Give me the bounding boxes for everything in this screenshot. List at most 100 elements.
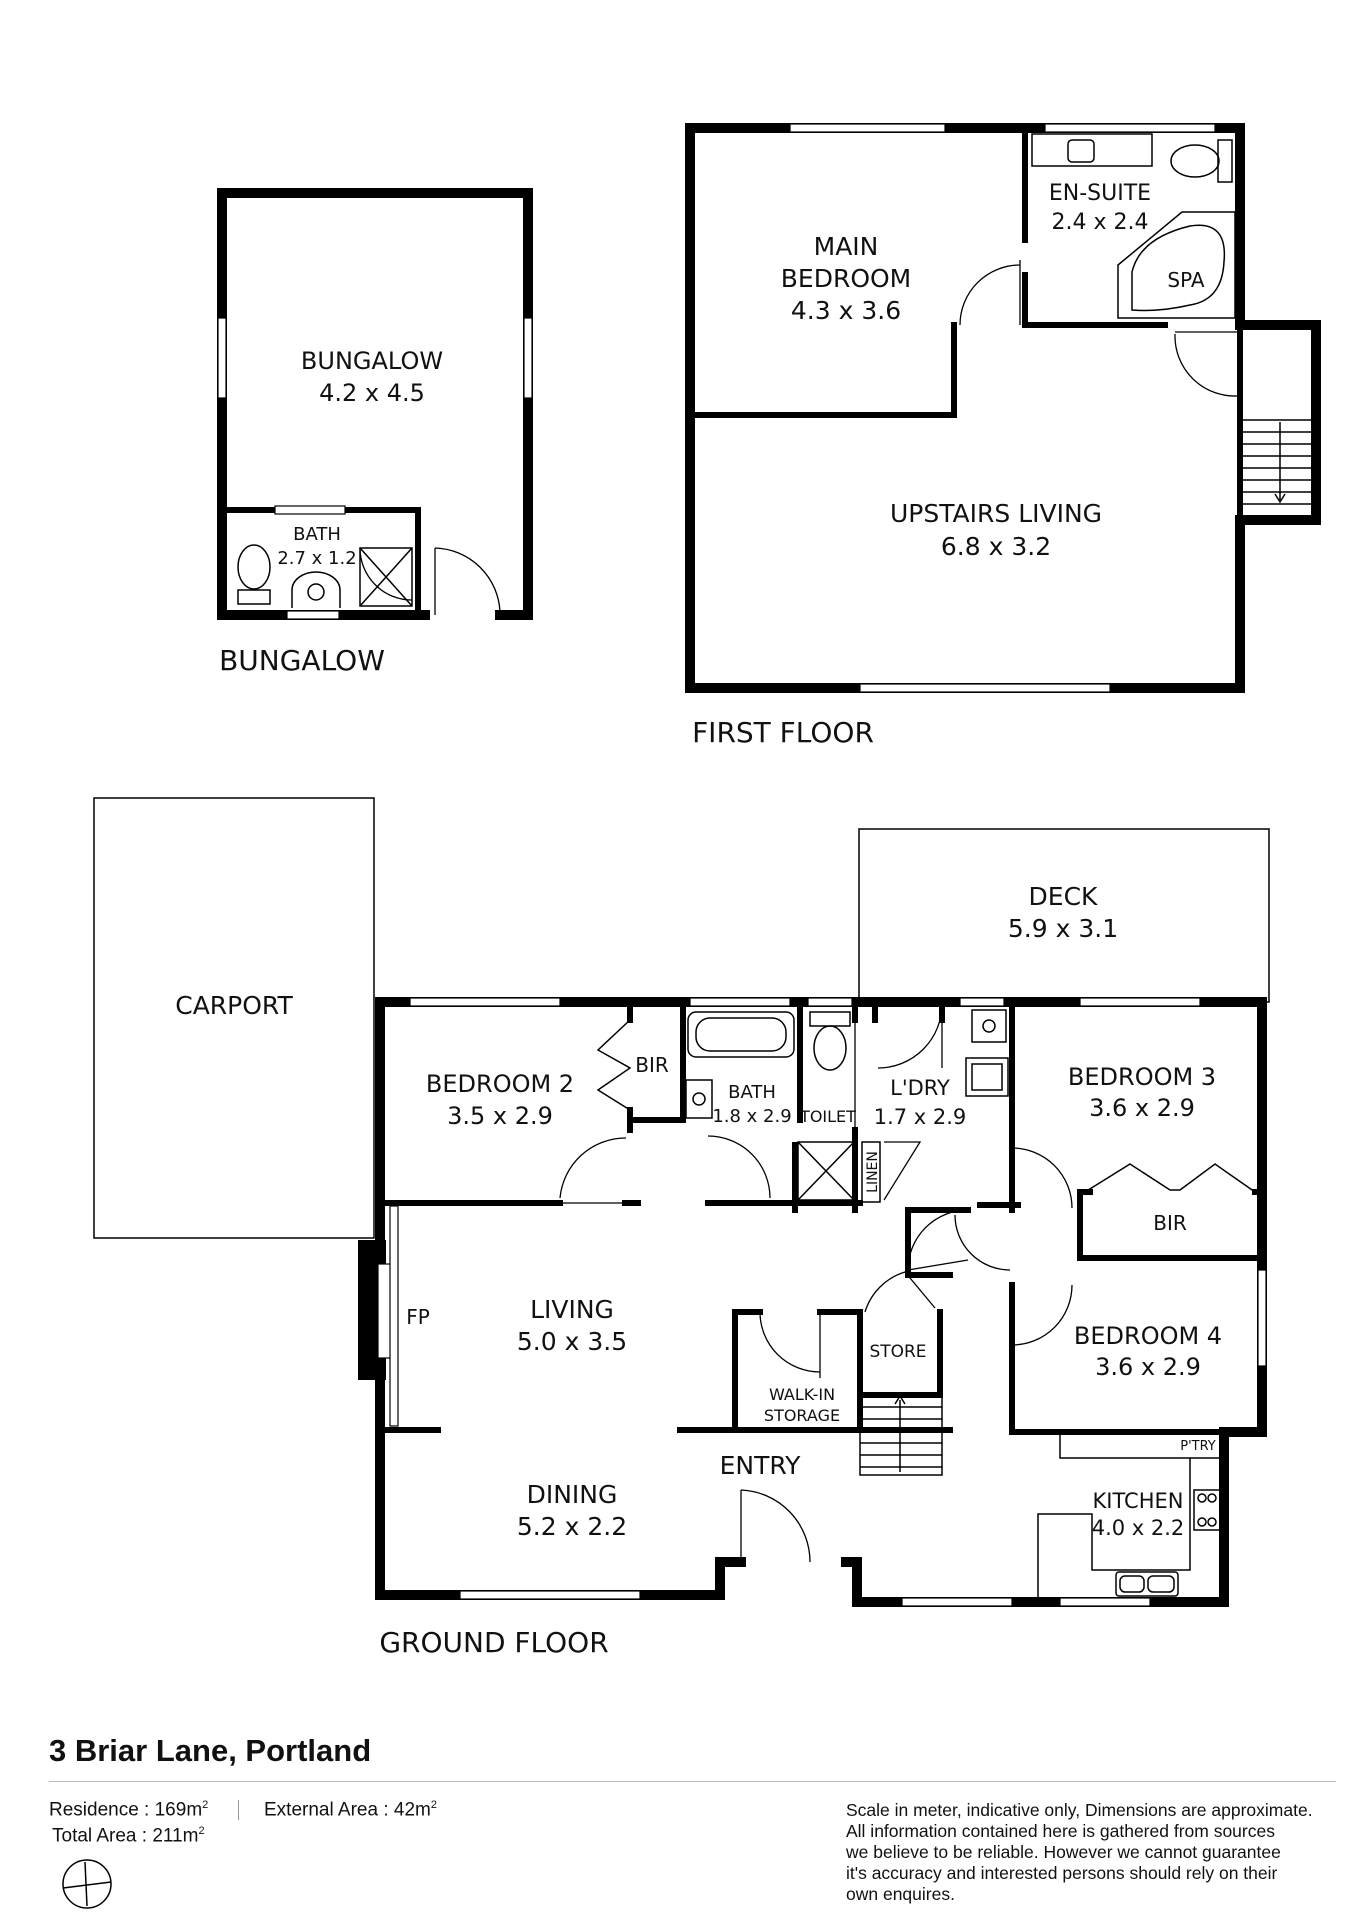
bir2-bifold-icon — [1084, 1163, 1256, 1193]
first-floor-stairs-icon — [1239, 419, 1313, 517]
external-area-unit-sup: 2 — [430, 1799, 437, 1811]
room-entry-name: ENTRY — [720, 1451, 802, 1480]
room-bedroom4-name: BEDROOM 4 — [1074, 1322, 1222, 1350]
room-ensuite-size: 2.4 x 2.4 — [1052, 210, 1149, 235]
bath-basin-icon — [685, 1079, 713, 1119]
window-kitchen-1 — [901, 1597, 1013, 1607]
laundry-side-door-icon — [907, 1209, 969, 1271]
room-main-bedroom-name-1: MAIN — [814, 232, 879, 261]
residence-area-unit-sup: 2 — [202, 1799, 209, 1811]
ground-stairs-icon — [859, 1394, 943, 1476]
linen-door-icon — [883, 1141, 922, 1201]
room-laundry-name: L'DRY — [890, 1076, 950, 1100]
ground-floor-plan: CARPORT DECK 5.9 x 3.1 BEDROOM 2 3.5 x 2… — [93, 797, 1270, 1659]
room-bungalow-name: BUNGALOW — [301, 347, 443, 375]
bungalow-bath-window-bottom — [286, 610, 340, 620]
bath-door-icon — [707, 1135, 771, 1204]
window-bedroom4 — [1257, 1269, 1267, 1367]
window-bedroom3 — [1079, 997, 1201, 1007]
room-walkin-name-1: WALK-IN — [769, 1385, 835, 1404]
room-bedroom2-size: 3.5 x 2.9 — [447, 1102, 553, 1130]
room-deck-name: DECK — [1029, 882, 1099, 911]
room-toilet-name: TOILET — [799, 1107, 856, 1126]
hall-door-icon — [954, 1214, 1011, 1271]
residence-area: Residence : 169m2 — [49, 1799, 208, 1821]
bedroom4-door-icon — [1011, 1284, 1073, 1346]
bathtub-icon — [687, 1011, 795, 1058]
bungalow-basin-icon — [291, 571, 341, 608]
property-address: 3 Briar Lane, Portland — [49, 1733, 372, 1768]
total-area-label: Total Area : 211m — [52, 1825, 199, 1847]
disclaimer-line: it's accuracy and interested persons sho… — [846, 1863, 1278, 1883]
total-area-unit-sup: 2 — [198, 1825, 205, 1837]
room-living-name: LIVING — [530, 1295, 614, 1324]
room-bedroom4-size: 3.6 x 2.9 — [1095, 1353, 1201, 1381]
window-kitchen-2 — [1059, 1597, 1151, 1607]
window-laundry — [959, 997, 1005, 1007]
room-dining-size: 5.2 x 2.2 — [517, 1512, 627, 1541]
first-floor-window-living — [859, 683, 1111, 693]
room-kitchen-name: KITCHEN — [1093, 1489, 1184, 1513]
walkin-door-icon — [759, 1311, 821, 1378]
window-toilet — [807, 997, 853, 1007]
kitchen-sink-icon — [1115, 1571, 1179, 1597]
first-floor-window-ensuite — [1044, 123, 1216, 133]
room-living-size: 5.0 x 3.5 — [517, 1327, 627, 1356]
residence-area-label: Residence : 169m — [49, 1799, 203, 1821]
room-bedroom3-name: BEDROOM 3 — [1068, 1063, 1216, 1091]
room-linen-name: LINEN — [865, 1151, 881, 1193]
bungalow-toilet-icon — [237, 544, 271, 605]
room-ensuite-name: EN-SUITE — [1049, 181, 1151, 206]
external-area: External Area : 42m2 — [264, 1799, 437, 1821]
ensuite-toilet-icon — [1170, 139, 1233, 183]
window-dining — [459, 1590, 641, 1600]
room-deck-size: 5.9 x 3.1 — [1008, 914, 1118, 943]
bungalow-door-icon — [434, 547, 501, 615]
footer-divider — [49, 1781, 1336, 1782]
shower-icon — [797, 1141, 855, 1201]
entry-door-icon — [740, 1489, 811, 1563]
room-pantry-name: P'TRY — [1180, 1439, 1216, 1454]
laundry-tub-icon — [971, 1009, 1007, 1043]
washer-icon — [965, 1057, 1009, 1097]
window-bedroom2 — [409, 997, 561, 1007]
disclaimer: Scale in meter, indicative only, Dimensi… — [846, 1800, 1346, 1905]
laundry-door-icon — [877, 1002, 943, 1069]
ensuite-door-icon — [1174, 331, 1239, 397]
room-fp-name: FP — [406, 1305, 430, 1329]
room-upstairs-living-name: UPSTAIRS LIVING — [890, 499, 1102, 528]
room-bath-size: 1.8 x 2.9 — [712, 1106, 791, 1127]
room-bir2-name: BIR — [1153, 1211, 1187, 1235]
compass-icon — [62, 1859, 112, 1909]
room-store-name: STORE — [869, 1342, 926, 1362]
room-bungalow-bath-name: BATH — [293, 524, 341, 545]
window-bath — [689, 997, 791, 1007]
room-main-bedroom-size: 4.3 x 3.6 — [791, 296, 901, 325]
bedroom3-door-icon — [1011, 1147, 1073, 1209]
main-bedroom-door-icon — [959, 260, 1021, 326]
room-bedroom3-size: 3.6 x 2.9 — [1089, 1094, 1195, 1122]
carport-outline — [93, 797, 375, 1239]
disclaimer-line: we believe to be reliable. However we ca… — [846, 1842, 1281, 1862]
bungalow-shower-icon — [359, 547, 413, 607]
room-bath-name: BATH — [728, 1082, 776, 1103]
bir1-bifold-icon — [596, 1019, 632, 1111]
ground-floor-caption: GROUND FLOOR — [379, 1626, 608, 1659]
room-main-bedroom-name-2: BEDROOM — [781, 264, 912, 293]
room-walkin-name-2: STORAGE — [764, 1406, 840, 1425]
external-area-label: External Area : 42m — [264, 1799, 431, 1821]
bedroom2-door-icon — [559, 1137, 627, 1204]
first-floor-caption: FIRST FLOOR — [692, 716, 874, 749]
disclaimer-line: own enquires. — [846, 1884, 955, 1904]
bungalow-window-right — [523, 317, 533, 399]
linen-cupboard — [861, 1141, 881, 1203]
first-floor-plan: MAIN BEDROOM 4.3 x 3.6 EN-SUITE 2.4 x 2.… — [685, 123, 1321, 749]
room-kitchen-size: 4.0 x 2.2 — [1092, 1516, 1185, 1540]
room-spa-name: SPA — [1167, 268, 1204, 292]
area-separator — [238, 1800, 239, 1820]
window-living-side — [389, 1205, 399, 1427]
disclaimer-line: Scale in meter, indicative only, Dimensi… — [846, 1800, 1313, 1820]
bungalow-window-left — [217, 317, 227, 399]
room-bungalow-size: 4.2 x 4.5 — [319, 379, 425, 407]
